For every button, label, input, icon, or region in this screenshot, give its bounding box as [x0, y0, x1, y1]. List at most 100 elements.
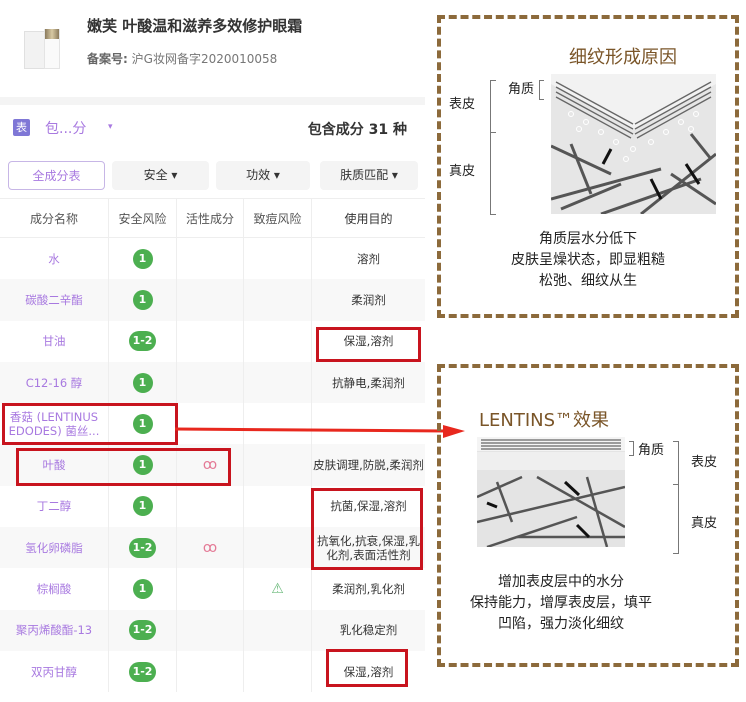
table-row[interactable]: 水 1 溶剂: [0, 238, 425, 280]
acne-risk-cell: [244, 650, 312, 693]
safety-risk-cell: 1-2: [109, 527, 177, 569]
ingredient-name-cell[interactable]: 水: [0, 238, 109, 280]
list-selector-row: 表 包...分 ▾ 包含成分 31 种: [0, 110, 425, 146]
ingredient-name-cell[interactable]: 氢化卵磷脂: [0, 527, 109, 569]
chevron-down-icon[interactable]: ▾: [108, 122, 113, 132]
caption-line: 松弛、细纹从生: [539, 273, 637, 289]
safety-risk-cell: 1: [109, 361, 177, 404]
caption-line: 皮肤呈燥状态，即显粗糙: [511, 252, 665, 268]
table-row[interactable]: 棕榈酸 1 ⚠ 柔润剂,乳化剂: [0, 568, 425, 610]
acne-risk-cell: [244, 361, 312, 404]
label-epidermis: 表皮: [691, 455, 718, 470]
active-cell: [177, 485, 244, 528]
ingredient-name[interactable]: 双丙甘醇: [31, 664, 77, 679]
layer-divider: [673, 484, 679, 485]
ingredient-name-cell[interactable]: 双丙甘醇: [0, 650, 109, 693]
molecule-icon[interactable]: ꝏ: [202, 539, 218, 556]
ingredient-name-cell[interactable]: 丁二醇: [0, 485, 109, 528]
active-cell: [177, 320, 244, 362]
active-cell: [177, 279, 244, 321]
warning-icon[interactable]: ⚠: [271, 581, 284, 598]
layer-bracket: [490, 80, 496, 215]
tab-all-ingredients[interactable]: 全成分表: [8, 161, 105, 190]
panel-caption: 增加表皮层中的水分 保持能力，增厚表皮层，填平 凹陷，强力淡化细纹: [451, 572, 671, 635]
ingredient-name-cell[interactable]: 聚丙烯酸酯-13: [0, 609, 109, 651]
acne-risk-cell: [244, 238, 312, 280]
registration-key: 备案号:: [87, 52, 128, 66]
filter-safety-dropdown[interactable]: 安全 ▾: [112, 161, 209, 190]
table-row[interactable]: 香菇 (LENTINUS EDODES) 菌丝...1: [0, 403, 425, 445]
caption-line: 保持能力，增厚表皮层，填平: [470, 595, 652, 611]
purpose-cell: 溶剂: [312, 238, 425, 279]
ingredient-name-cell[interactable]: 香菇 (LENTINUS EDODES) 菌丝...: [0, 403, 109, 445]
table-row[interactable]: C12-16 醇 1 抗静电,柔润剂: [0, 361, 425, 404]
table-row[interactable]: 氢化卵磷脂 1-2 ꝏ 抗氧化,抗衰,保湿,乳化剂,表面活性剂: [0, 527, 425, 569]
active-cell: [177, 361, 244, 404]
ingredient-name-cell[interactable]: 甘油: [0, 320, 109, 362]
ingredient-name[interactable]: 聚丙烯酸酯-13: [15, 623, 93, 638]
ingredient-name-cell[interactable]: 棕榈酸: [0, 568, 109, 610]
molecule-icon[interactable]: ꝏ: [202, 457, 218, 474]
safety-risk-cell: 1-2: [109, 650, 177, 693]
acne-risk-cell: [244, 485, 312, 528]
ingredient-name[interactable]: C12-16 醇: [25, 375, 83, 390]
layer-divider: [490, 132, 496, 133]
purpose-text: 抗氧化,抗衰,保湿,乳化剂,表面活性剂: [317, 533, 420, 562]
risk-badge: 1-2: [128, 620, 157, 641]
highlight-box: [316, 327, 421, 362]
skin-diagram-wrinkled: [551, 74, 716, 214]
ingredient-name-cell[interactable]: 碳酸二辛酯: [0, 279, 109, 321]
panel-title: 细纹形成原因: [569, 47, 677, 68]
header-purpose: 使用目的: [344, 212, 393, 226]
arrow-right-icon: [175, 425, 465, 438]
acne-risk-cell: [244, 320, 312, 362]
ingredient-name-cell[interactable]: C12-16 醇: [0, 361, 109, 404]
ingredient-name[interactable]: 棕榈酸: [36, 582, 72, 597]
table-row[interactable]: 双丙甘醇 1-2 保湿,溶剂: [0, 650, 425, 693]
ingredient-name[interactable]: 水: [48, 251, 60, 266]
safety-risk-cell: 1-2: [109, 320, 177, 362]
caption-line: 增加表皮层中的水分: [498, 574, 624, 590]
purpose-cell: 皮肤调理,防脱,柔润剂: [312, 444, 425, 485]
acne-risk-cell: ⚠: [244, 568, 312, 610]
active-cell: [177, 403, 244, 445]
label-dermis: 真皮: [449, 164, 476, 179]
table-header: 成分名称 安全风险 活性成分 致痘风险 使用目的: [0, 198, 425, 238]
list-selector-dropdown[interactable]: 包...分: [45, 121, 87, 137]
purpose-text: 抗静电,柔润剂: [332, 375, 405, 390]
risk-badge: 1: [132, 372, 153, 393]
ingredient-name[interactable]: 碳酸二辛酯: [25, 292, 83, 307]
purpose-cell: 柔润剂,乳化剂: [312, 568, 425, 609]
table-row[interactable]: 聚丙烯酸酯-13 1-2 乳化稳定剂: [0, 609, 425, 651]
purpose-text: 抗菌,保湿,溶剂: [330, 499, 407, 514]
active-cell: [177, 568, 244, 610]
label-epidermis: 表皮: [449, 97, 476, 112]
ingredient-name[interactable]: 丁二醇: [36, 499, 72, 514]
safety-risk-cell: 1: [109, 238, 177, 280]
purpose-text: 皮肤调理,防脱,柔润剂: [313, 458, 424, 473]
risk-badge: 1: [132, 579, 153, 600]
ingredient-name-cell[interactable]: 叶酸: [0, 444, 109, 486]
filter-efficacy-dropdown[interactable]: 功效 ▾: [216, 161, 310, 190]
risk-badge: 1-2: [128, 331, 157, 352]
product-thumbnail[interactable]: [24, 25, 66, 71]
product-title: 嫩芙 叶酸温和滋养多效修护眼霜: [87, 17, 303, 35]
acne-risk-cell: [244, 403, 312, 445]
purpose-text: 乳化稳定剂: [339, 623, 398, 638]
purpose-cell: 保湿,溶剂: [312, 651, 425, 692]
purpose-cell: 乳化稳定剂: [312, 610, 425, 651]
header-safety-risk: 安全风险: [109, 199, 177, 237]
safety-risk-cell: 1-2: [109, 609, 177, 651]
ingredient-name[interactable]: 叶酸: [42, 458, 66, 473]
ingredient-name[interactable]: 氢化卵磷脂: [25, 540, 83, 555]
filter-skin-type-dropdown[interactable]: 肤质匹配 ▾: [320, 161, 418, 190]
ingredient-name[interactable]: 甘油: [42, 334, 66, 349]
header-acne-risk: 致痘风险: [244, 199, 312, 237]
purpose-text: 溶剂: [357, 251, 380, 266]
ingredient-name[interactable]: 香菇 (LENTINUS EDODES) 菌丝...: [8, 409, 100, 438]
